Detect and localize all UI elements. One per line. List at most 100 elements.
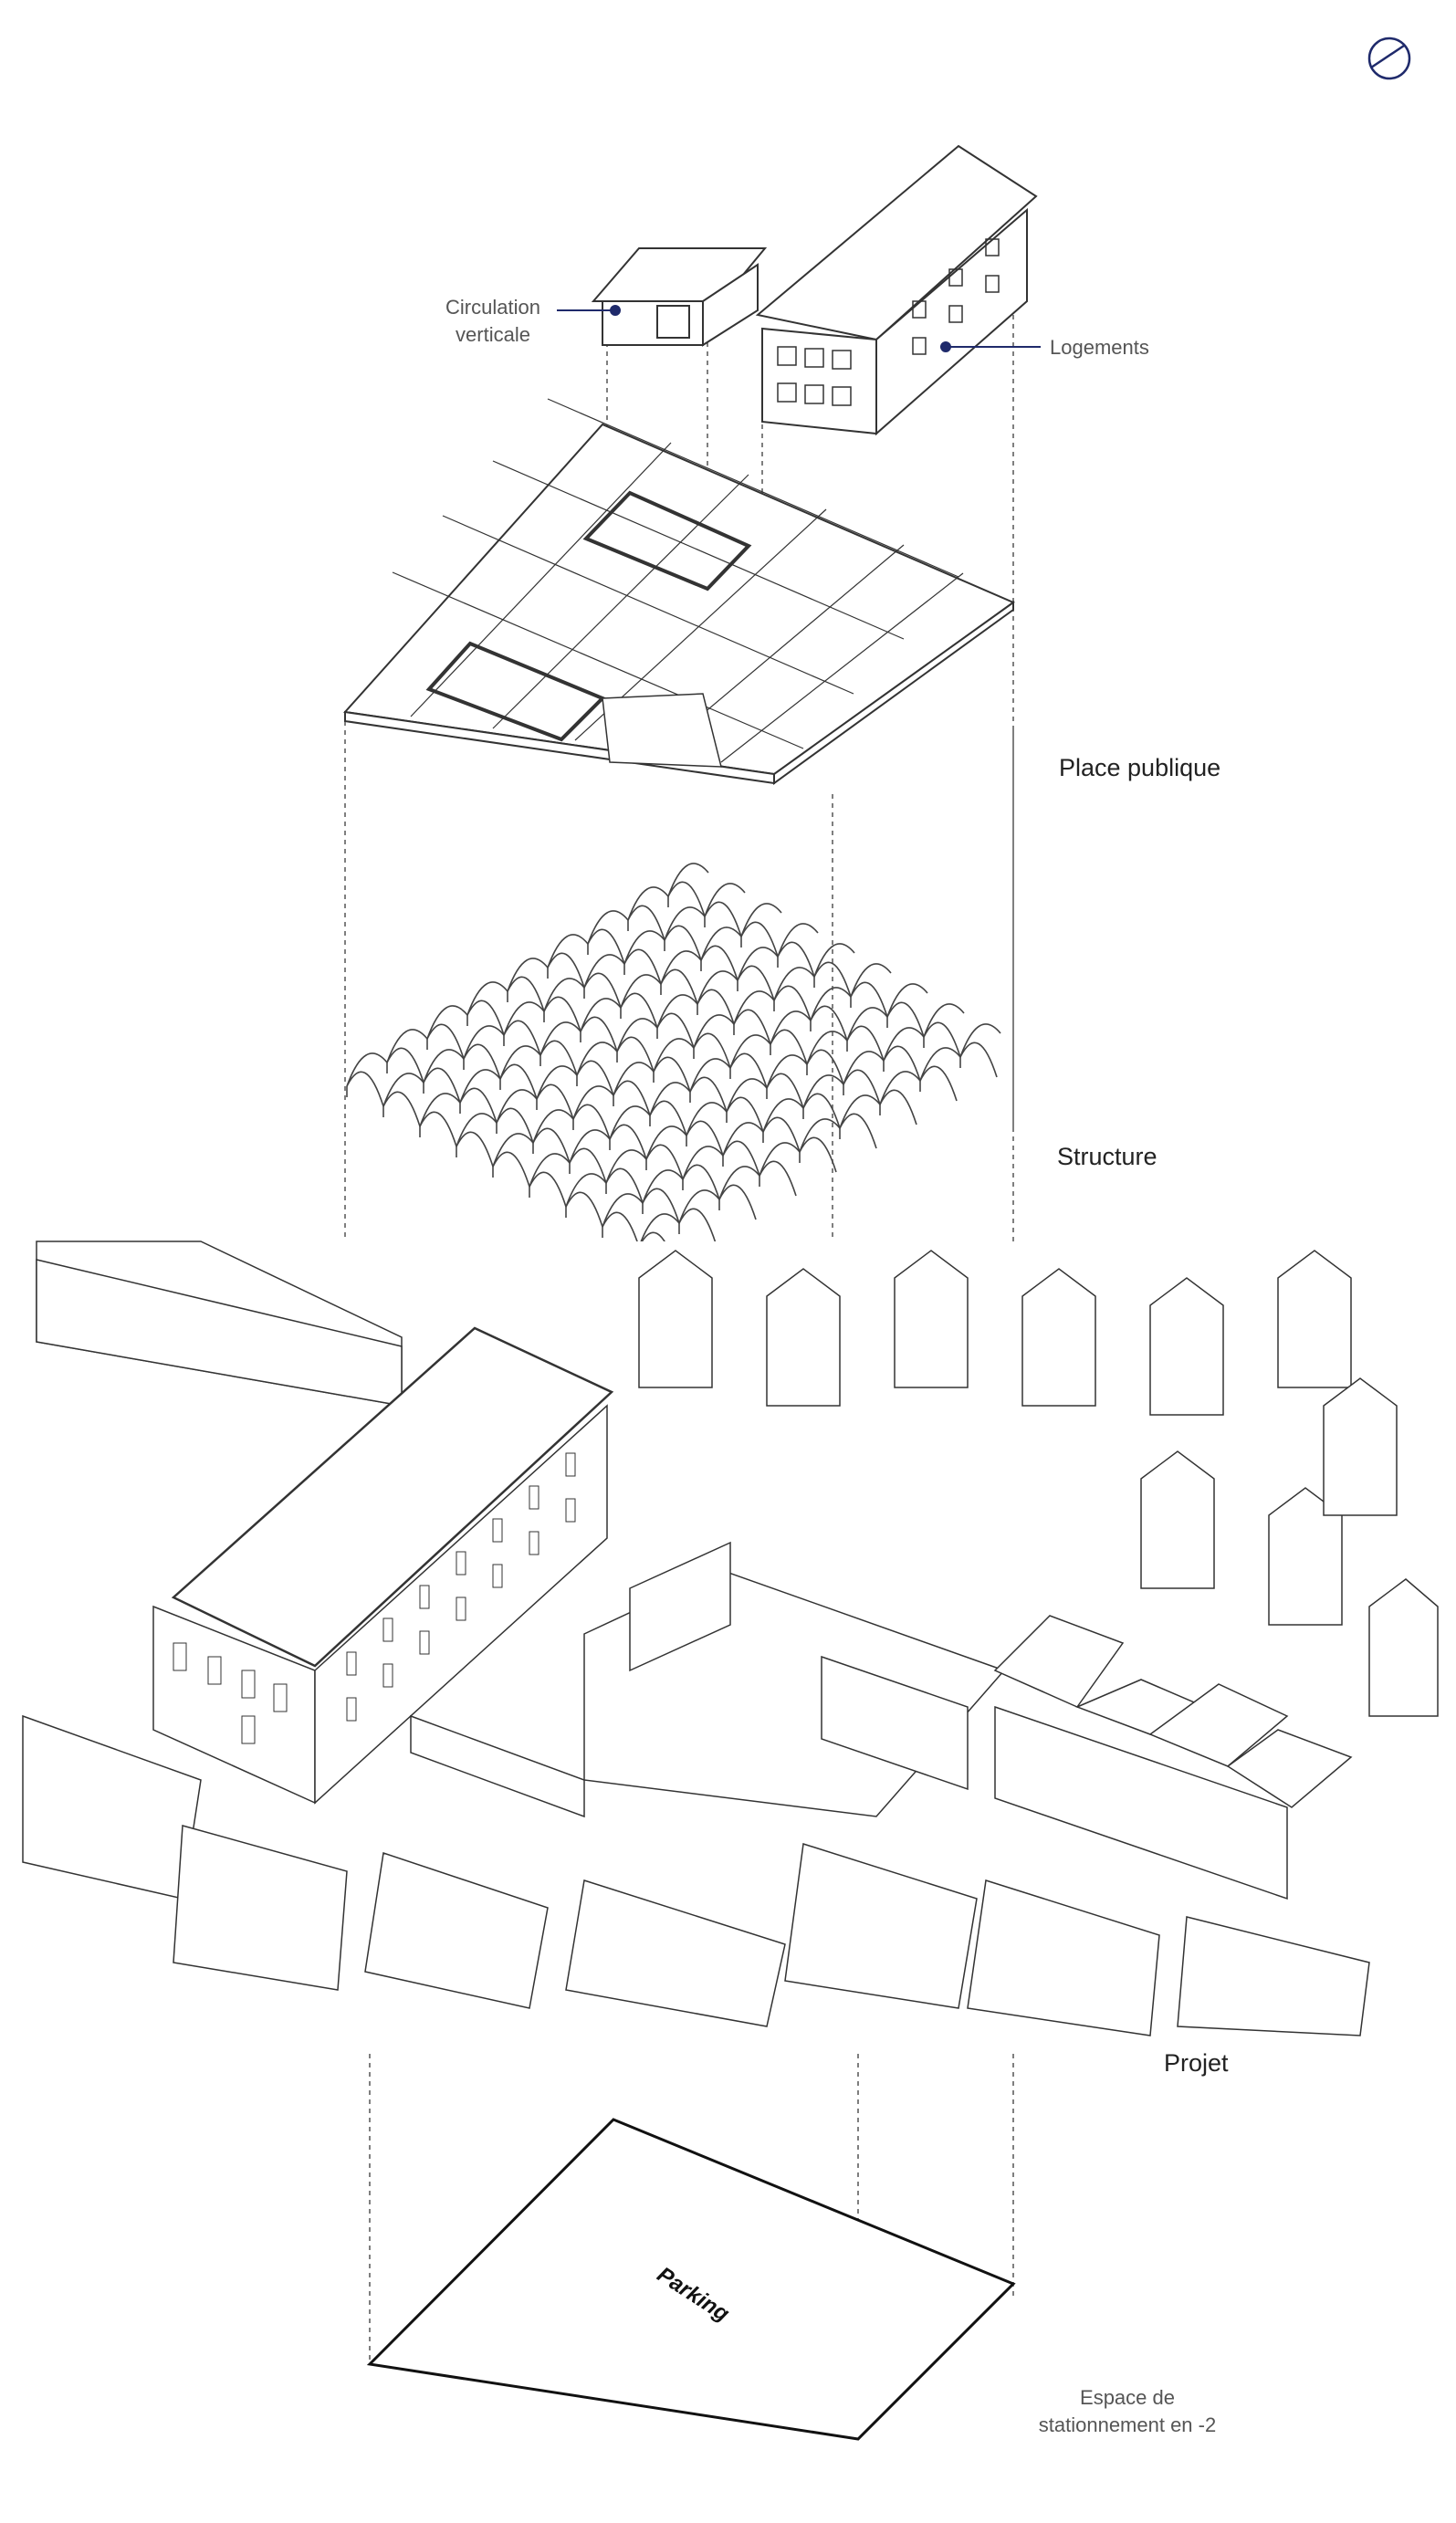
vault-arc — [879, 1071, 921, 1105]
place-publique-slab — [343, 398, 1016, 785]
vault-arc — [532, 1127, 571, 1164]
north-arrow-icon — [1367, 37, 1411, 80]
vault-arc — [682, 1164, 720, 1200]
vault-arc — [777, 941, 815, 978]
vault-arc — [806, 1031, 848, 1065]
vault-arc — [700, 926, 742, 961]
vault-arc — [543, 978, 585, 1012]
vault-arc — [503, 1020, 541, 1056]
vault-arc — [426, 1005, 468, 1040]
vault-arc — [770, 1010, 812, 1045]
vault-arc — [718, 1166, 760, 1200]
vault-arc — [686, 1120, 724, 1157]
vault-arc — [572, 1085, 614, 1120]
vault-arc — [667, 881, 706, 917]
vault-arc — [565, 1191, 603, 1228]
vault-arc — [697, 970, 738, 1005]
vault-arc — [729, 1052, 768, 1089]
vault-arc — [609, 1124, 647, 1160]
vault-arc — [740, 903, 782, 937]
vault-arc — [693, 1032, 731, 1069]
vault-arc — [602, 1211, 640, 1248]
vault-arc — [799, 1136, 837, 1173]
vault-arc — [529, 1171, 567, 1208]
structure-vaults — [346, 863, 1001, 1268]
vault-arc — [843, 1051, 885, 1085]
vault-arc — [569, 1147, 607, 1184]
vault-arc — [693, 1014, 735, 1049]
vault-arc — [547, 952, 585, 989]
vault-arc — [667, 863, 709, 897]
vault-arc — [547, 934, 589, 968]
vault-arc — [653, 1038, 695, 1073]
structure-label: Structure — [1057, 1143, 1157, 1170]
vault-arc — [492, 1151, 530, 1188]
vault-arc — [463, 1025, 505, 1060]
vault-arc — [664, 906, 706, 941]
vault-arc — [740, 921, 779, 958]
vault-arc — [503, 1001, 545, 1036]
vault-arc — [580, 998, 622, 1032]
vault-arc — [539, 1040, 578, 1076]
vault-arc — [507, 958, 549, 992]
vault-arc — [419, 1093, 461, 1127]
vault-arc — [843, 1069, 881, 1105]
vault-arc — [737, 947, 779, 981]
circulation-building — [591, 247, 768, 347]
vault-arc — [507, 976, 545, 1012]
vault-arc — [386, 1029, 428, 1063]
vault-arc — [499, 1063, 538, 1100]
vault-arc — [810, 987, 852, 1021]
vault-arc — [613, 1080, 651, 1116]
vault-arc — [660, 950, 702, 985]
parking-slab — [366, 2118, 1016, 2441]
vault-arc — [777, 923, 819, 958]
vault-arc — [959, 1042, 998, 1078]
vault-arc — [799, 1118, 841, 1153]
vault-arc — [653, 1056, 691, 1093]
vault-arc — [813, 943, 855, 978]
vault-arc — [846, 1007, 888, 1042]
vault-arc — [645, 1125, 687, 1160]
vault-arc — [660, 968, 698, 1005]
vault-arc — [587, 910, 629, 945]
vault-arc — [620, 974, 662, 1009]
vault-arc — [919, 1065, 958, 1102]
vault-arc — [762, 1098, 804, 1133]
vault-arc — [664, 925, 702, 961]
vault-arc — [645, 1144, 684, 1180]
vault-arc — [689, 1076, 728, 1113]
vault-arc — [762, 1116, 801, 1153]
vault-arc — [382, 1073, 424, 1107]
vault-arc — [463, 1043, 501, 1080]
parking-caption: Espace de stationnement en -2 — [1038, 2386, 1217, 2436]
vault-arc — [700, 945, 738, 981]
vault-arc — [737, 965, 775, 1001]
vault-arc — [923, 1021, 961, 1058]
vault-arc — [426, 1023, 465, 1060]
vault-arc — [623, 948, 662, 985]
vault-arc — [759, 1142, 801, 1177]
vault-arc — [759, 1160, 797, 1197]
vault-arc — [623, 930, 665, 965]
place-publique-label: Place publique — [1059, 754, 1221, 781]
vault-arc — [959, 1023, 1001, 1058]
vault-arc — [656, 994, 698, 1029]
vault-arc — [616, 1018, 658, 1052]
vault-arc — [529, 1153, 571, 1188]
vault-arc — [346, 1071, 384, 1107]
vault-arc — [532, 1109, 574, 1144]
logements-building — [755, 144, 1038, 436]
vault-arc — [492, 1133, 534, 1167]
vault-arc — [733, 1009, 771, 1045]
vault-arc — [605, 1149, 647, 1184]
vault-arc — [718, 1184, 757, 1220]
vault-arc — [883, 1027, 925, 1062]
vault-arc — [689, 1058, 731, 1093]
vault-arc — [456, 1131, 494, 1167]
callout-leaders — [557, 305, 1041, 352]
vault-arc — [539, 1021, 581, 1056]
vault-arc — [536, 1084, 574, 1120]
vault-arc — [810, 1005, 848, 1042]
